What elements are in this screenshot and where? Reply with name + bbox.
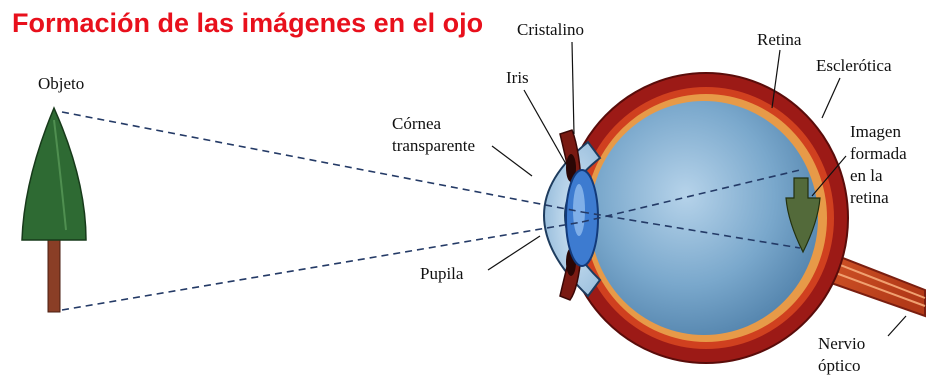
label-pupila: Pupila	[420, 264, 464, 283]
label-imagen-2: formada	[850, 144, 907, 163]
lens	[565, 169, 599, 267]
page-title: Formación de las imágenes en el ojo	[12, 8, 484, 38]
pointer-lines	[487, 41, 907, 337]
retina	[585, 94, 827, 342]
label-nervio-1: Nervio	[818, 334, 866, 353]
label-objeto: Objeto	[38, 74, 85, 93]
tree-object	[21, 106, 87, 313]
label-esclerotica: Esclerótica	[816, 56, 892, 75]
label-iris: Iris	[506, 68, 529, 87]
label-cristalino: Cristalino	[517, 20, 585, 39]
label-cornea-1: Córnea	[392, 114, 442, 133]
label-nervio-2: óptico	[818, 356, 861, 375]
label-imagen-1: Imagen	[850, 122, 901, 141]
inverted-image	[785, 177, 821, 254]
light-rays	[61, 111, 801, 311]
label-imagen-4: retina	[850, 188, 889, 207]
label-imagen-3: en la	[850, 166, 883, 185]
label-retina: Retina	[757, 30, 802, 49]
label-cornea-2: transparente	[392, 136, 476, 155]
